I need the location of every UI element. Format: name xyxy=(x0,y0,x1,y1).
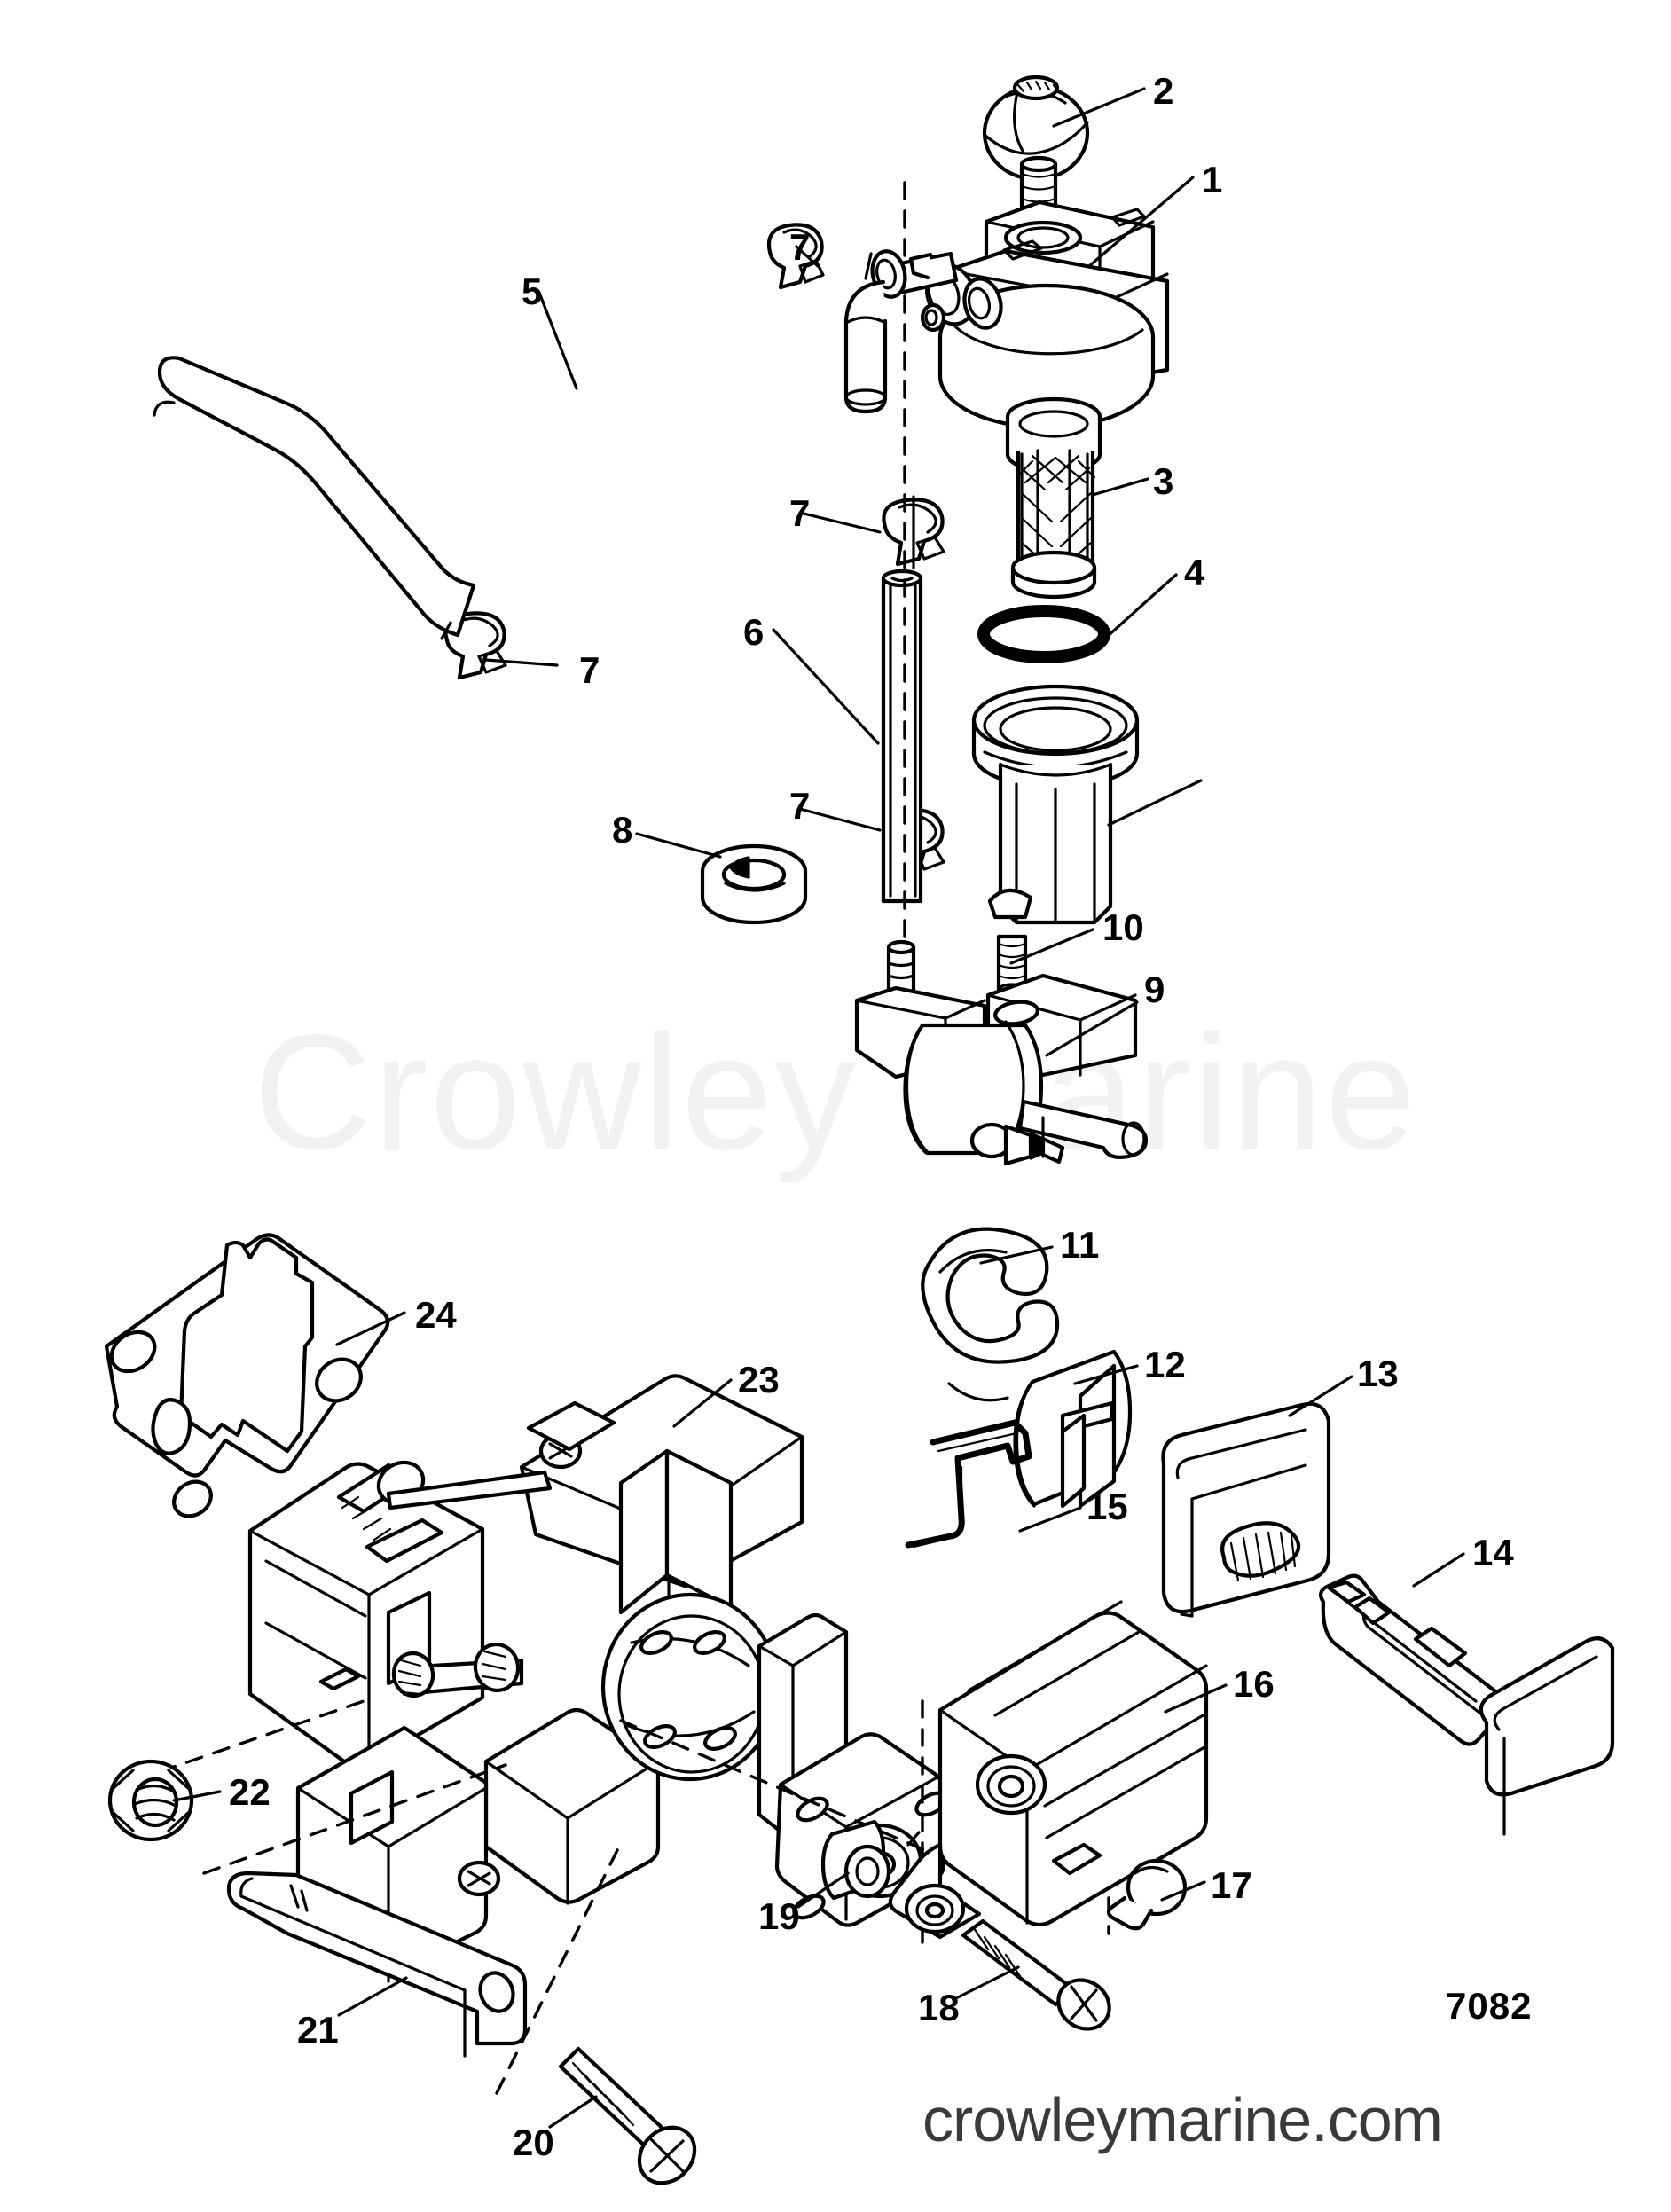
leader-12 xyxy=(1073,1364,1139,1385)
leader-10 xyxy=(1009,928,1094,965)
part-9-fuel-pump-body xyxy=(854,939,1149,1166)
leader-4 xyxy=(1105,573,1178,639)
part-13-choke-plate-block xyxy=(1161,1401,1331,1618)
part-1-filter-cap-body xyxy=(843,200,1170,430)
leader-13 xyxy=(1288,1375,1353,1417)
part-7-clamp-top xyxy=(766,223,825,290)
leader-11 xyxy=(979,1245,1054,1265)
callout-4: 4 xyxy=(1184,552,1205,593)
leader-7-c xyxy=(798,807,882,832)
callout-2: 2 xyxy=(1153,70,1174,112)
part-24-mounting-gasket xyxy=(104,1233,390,1518)
drawing-number: 7082 xyxy=(1446,1985,1533,2027)
part-17-drain-plug xyxy=(1106,1858,1188,1931)
callout-7-low: 7 xyxy=(789,785,811,827)
leader-17 xyxy=(1160,1880,1206,1902)
leader-2 xyxy=(1052,87,1146,128)
callout-1-top: 1 xyxy=(1202,159,1223,200)
callout-7-hose: 7 xyxy=(579,649,600,691)
part-8-grommet-bushing xyxy=(700,843,808,925)
part-5-fuel-hose xyxy=(153,356,476,640)
part-2-knob-cap-nut xyxy=(982,75,1090,182)
callout-19: 19 xyxy=(758,1895,800,1937)
leader-7-a xyxy=(795,245,820,268)
callout-20: 20 xyxy=(513,2122,554,2163)
leader-18 xyxy=(956,1965,1020,1999)
leader-24 xyxy=(335,1311,406,1346)
callout-6: 6 xyxy=(743,611,765,653)
leader-3 xyxy=(1091,477,1149,497)
alignment-dash-d xyxy=(619,1719,981,1875)
leader-7-d xyxy=(484,658,559,667)
leader-20 xyxy=(548,2095,598,2129)
leader-21 xyxy=(337,1976,408,2017)
center-watermark: Crowley Marine xyxy=(253,1001,1418,1184)
leader-23 xyxy=(672,1378,733,1428)
callout-9: 9 xyxy=(1144,969,1165,1010)
callout-5: 5 xyxy=(522,271,543,312)
leader-8 xyxy=(635,832,722,859)
leader-7-b xyxy=(798,511,882,534)
part-3-filter-screen-element xyxy=(1005,396,1102,600)
part-10-hex-head-bolt xyxy=(987,888,1033,997)
leader-6 xyxy=(772,628,880,745)
callout-7-mid: 7 xyxy=(789,492,811,534)
leader-16 xyxy=(1164,1683,1228,1714)
leader-9 xyxy=(1045,1000,1139,1057)
part-15-wire-link-spring xyxy=(905,1419,1032,1549)
part-19-spacer-sleeve xyxy=(820,1819,891,1901)
part-11-retaining-clip xyxy=(921,1227,1060,1402)
alignment-dash-b xyxy=(202,1763,507,1875)
callout-18: 18 xyxy=(918,1987,960,2028)
leader-19 xyxy=(796,1871,850,1909)
part-4-o-ring-seal xyxy=(977,605,1110,663)
leader-15 xyxy=(1018,1506,1082,1533)
leader-lines xyxy=(172,87,1465,2129)
part-22-hex-lock-nut xyxy=(107,1759,194,1842)
leader-1-top xyxy=(1087,176,1195,268)
part-7-clamp-upper-tube xyxy=(882,495,945,569)
callout-12: 12 xyxy=(1144,1344,1186,1385)
part-6-rigid-tube xyxy=(881,569,923,904)
callout-16: 16 xyxy=(1233,1663,1275,1705)
callout-10: 10 xyxy=(1102,906,1144,948)
leader-5 xyxy=(537,291,578,390)
callout-17: 17 xyxy=(1211,1864,1252,1906)
part-18-bowl-screw xyxy=(961,1918,1111,2031)
part-14-choke-knob-rod xyxy=(1319,1573,1615,1836)
callout-23: 23 xyxy=(738,1359,780,1400)
part-16-float-bowl-cover xyxy=(888,1600,1209,1940)
alignment-dash-c xyxy=(495,1841,623,2095)
leader-1-bowl xyxy=(1107,779,1203,827)
part-21-throttle-link-bracket xyxy=(226,1871,528,2058)
part-1-filter-bowl xyxy=(971,684,1140,925)
footer-watermark: crowleymarine.com xyxy=(922,2085,1443,2154)
callout-24: 24 xyxy=(415,1294,457,1336)
part-12-slide-bushing xyxy=(1013,1349,1133,1509)
callout-7-top: 7 xyxy=(789,226,811,268)
callout-11: 11 xyxy=(1060,1224,1100,1266)
callout-14: 14 xyxy=(1472,1532,1514,1573)
callout-8: 8 xyxy=(612,809,633,851)
leader-22 xyxy=(172,1790,222,1802)
callout-3: 3 xyxy=(1153,460,1174,502)
leader-14 xyxy=(1412,1552,1465,1588)
part-20-machine-screw xyxy=(558,2046,697,2185)
callout-15: 15 xyxy=(1087,1486,1128,1527)
callout-22: 22 xyxy=(229,1771,271,1813)
callout-21: 21 xyxy=(297,2009,339,2051)
callout-13: 13 xyxy=(1357,1353,1399,1394)
